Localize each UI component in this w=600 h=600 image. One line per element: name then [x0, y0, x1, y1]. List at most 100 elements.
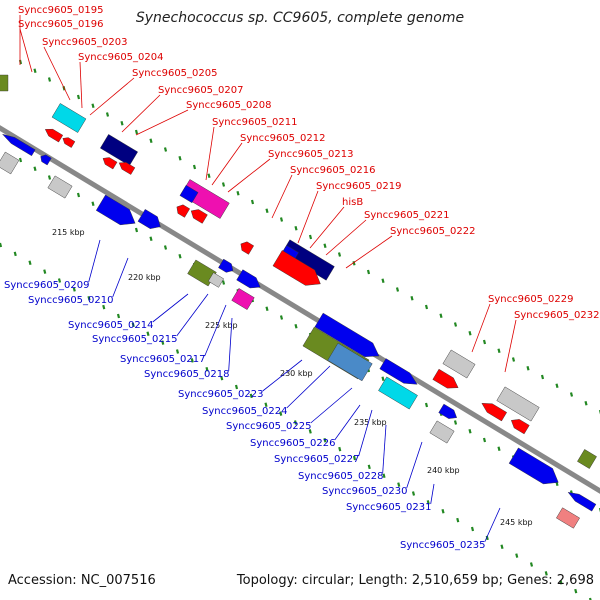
tick-upper [337, 252, 342, 257]
tick-outer-lower [308, 429, 312, 434]
gene-label-bottom: Syncc9605_0218 [144, 369, 230, 380]
tick-upper [91, 103, 95, 109]
gene-label-bottom: Syncc9605_0209 [4, 280, 90, 291]
gene-block [272, 250, 321, 286]
tick-upper [569, 392, 574, 397]
tick-outer-lower [57, 278, 62, 283]
tick-outer-lower [323, 437, 327, 443]
tick-lower [468, 428, 472, 434]
tick-outer-lower [397, 482, 401, 487]
gene-block [1, 133, 36, 157]
gene-block [556, 507, 580, 529]
leader-line-bottom [484, 507, 501, 543]
gene-label-top: Syncc9605_0204 [78, 52, 164, 63]
tick-outer-lower [102, 304, 106, 310]
tick-upper [555, 383, 559, 389]
gene-block [496, 386, 540, 422]
tick-upper [221, 182, 226, 187]
tick-upper [511, 357, 516, 362]
leader-line-bottom [334, 404, 361, 441]
gene-block [577, 449, 597, 469]
tick-outer-lower [161, 340, 165, 345]
gene-block [508, 447, 559, 485]
tick-outer-lower [574, 588, 578, 594]
genome-backbone [0, 125, 600, 494]
tick-lower [18, 157, 23, 163]
tick-lower [497, 446, 501, 452]
gene-label-top: Syncc9605_0232 [514, 310, 600, 321]
tick-outer-lower [426, 500, 430, 505]
tick-upper [47, 77, 52, 82]
gene-block [327, 342, 373, 382]
leader-line-bottom [176, 293, 209, 337]
tick-upper [192, 164, 197, 170]
gene-label-top: Syncc9605_0212 [240, 133, 326, 144]
tick-lower [279, 315, 284, 320]
tick-lower [47, 175, 52, 180]
gene-label-bottom: Syncc9605_0226 [250, 438, 336, 449]
leader-line-top [471, 303, 491, 353]
tick-outer-lower [544, 571, 548, 576]
gene-block [62, 137, 76, 148]
accession-text: Accession: NC_007516 [8, 573, 156, 588]
tick-upper [178, 155, 182, 161]
gene-block [511, 419, 530, 435]
gene-block [314, 312, 380, 357]
leader-line-top [345, 235, 393, 269]
tick-upper [540, 374, 545, 380]
tick-upper [76, 94, 81, 100]
gene-label-bottom: Syncc9605_0223 [178, 389, 264, 400]
tick-upper [482, 339, 487, 345]
tick-outer-lower [0, 242, 3, 248]
tick-lower [424, 402, 429, 408]
gene-label-top: hisB [342, 197, 363, 208]
tick-upper [236, 190, 240, 196]
gene-block [118, 162, 136, 175]
tick-outer-lower [234, 384, 239, 390]
tick-lower [33, 166, 37, 172]
tick-upper [497, 348, 501, 354]
leader-line-bottom [406, 441, 423, 489]
tick-lower [381, 376, 385, 382]
gene-block [0, 74, 9, 92]
gene-label-top: Syncc9605_0203 [42, 37, 128, 48]
gene-label-top: Syncc9605_0208 [186, 100, 272, 111]
leader-line-top [271, 174, 293, 219]
gene-block [438, 403, 457, 419]
leader-line-top [325, 219, 367, 256]
tick-upper [352, 260, 356, 266]
tick-upper [395, 287, 400, 292]
gene-block [0, 151, 20, 175]
gene-block [378, 376, 418, 410]
tick-outer-lower [352, 455, 357, 461]
gene-label-bottom: Syncc9605_0224 [202, 406, 288, 417]
gene-label-bottom: Syncc9605_0227 [274, 454, 360, 465]
tick-outer-lower [293, 420, 298, 425]
gene-block [176, 204, 190, 218]
gene-label-top: Syncc9605_0211 [212, 117, 298, 128]
leader-line-bottom [286, 365, 331, 409]
tick-outer-lower [72, 287, 76, 292]
tick-outer-lower [279, 411, 283, 416]
tick-upper [366, 269, 371, 275]
leader-line-top [504, 319, 517, 373]
kbp-label: 215 kbp [52, 228, 85, 237]
tick-lower [163, 245, 168, 250]
gene-label-top: Syncc9605_0216 [290, 165, 376, 176]
tick-outer-lower [441, 508, 445, 514]
tick-upper [265, 208, 269, 214]
gene-block [51, 103, 87, 133]
leader-line-bottom [310, 387, 353, 424]
gene-block [442, 349, 476, 379]
gene-label-top: Syncc9605_0205 [132, 68, 218, 79]
gene-label-top: Syncc9605_0229 [488, 294, 574, 305]
leader-line-top [89, 77, 135, 116]
gene-block [231, 288, 255, 310]
genome-title: Synechococcus sp. CC9605, complete genom… [135, 10, 465, 26]
tick-lower [482, 437, 487, 443]
tick-outer-lower [205, 366, 209, 372]
tick-outer-lower [13, 251, 17, 257]
leader-line-bottom [382, 424, 387, 474]
tick-upper [424, 304, 429, 310]
